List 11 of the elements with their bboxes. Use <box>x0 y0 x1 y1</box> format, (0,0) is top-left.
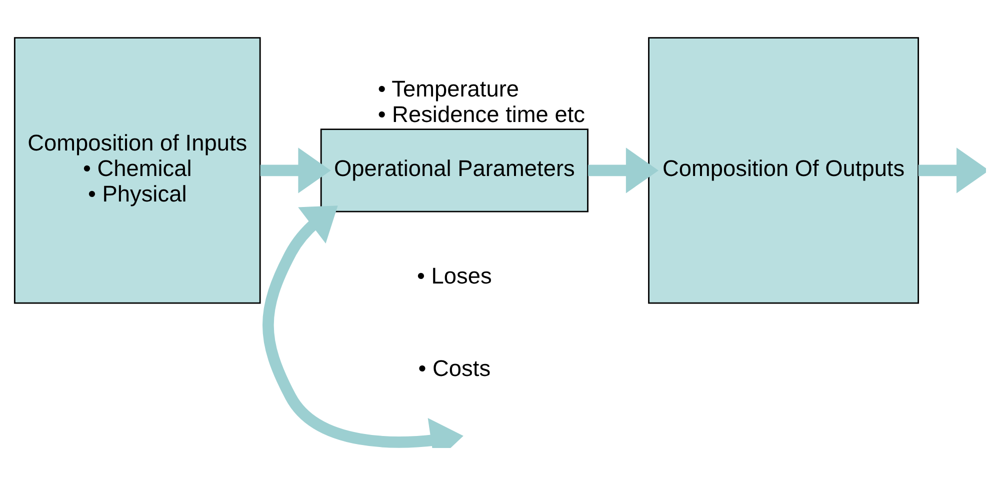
arrow <box>588 147 658 193</box>
label: • Costs <box>418 354 490 380</box>
node-label: • Residence time etc <box>377 100 585 126</box>
arrow <box>262 205 463 448</box>
node-box: Composition Of Outputs <box>648 36 919 304</box>
node-box: Operational Parameters <box>320 128 588 212</box>
arrow <box>918 147 986 193</box>
label: • Loses <box>416 262 492 288</box>
arrow <box>260 147 330 193</box>
node-label: • Temperature <box>377 74 519 101</box>
node-box: Composition of Inputs • Chemical • Physical <box>13 36 260 304</box>
